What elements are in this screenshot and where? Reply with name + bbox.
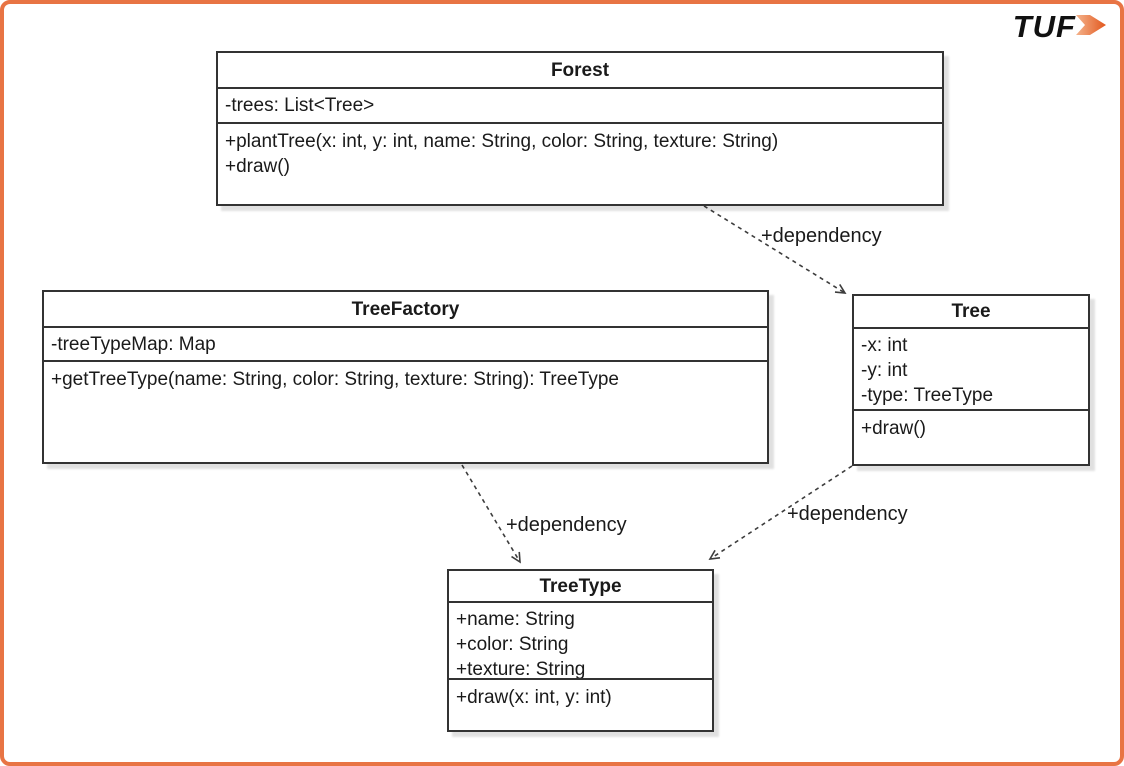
forward-arrow-icon xyxy=(1076,15,1106,35)
uml-class-forest: Forest -trees: List<Tree> +plantTree(x: … xyxy=(216,51,944,206)
attribute-line: +texture: String xyxy=(456,659,586,680)
class-methods: +draw(x: int, y: int) xyxy=(449,680,712,730)
class-methods: +draw() xyxy=(854,411,1088,464)
method-line: +plantTree(x: int, y: int, name: String,… xyxy=(225,131,779,152)
attribute-line: -type: TreeType xyxy=(861,385,994,406)
attribute-line: -treeTypeMap: Map xyxy=(51,334,216,355)
class-methods: +getTreeType(name: String, color: String… xyxy=(44,362,767,462)
method-line: +getTreeType(name: String, color: String… xyxy=(51,369,619,390)
uml-class-treefactory: TreeFactory -treeTypeMap: Map +getTreeTy… xyxy=(42,290,769,464)
attribute-line: -x: int xyxy=(861,335,908,356)
class-title: Tree xyxy=(854,296,1088,329)
tuf-logo: TUF xyxy=(1012,9,1108,44)
class-attributes: -treeTypeMap: Map xyxy=(44,328,767,362)
dependency-label-forest-tree: +dependency xyxy=(761,225,882,247)
class-attributes: -x: int -y: int -type: TreeType xyxy=(854,329,1088,411)
class-title: Forest xyxy=(218,53,942,89)
class-title: TreeFactory xyxy=(44,292,767,328)
attribute-line: -trees: List<Tree> xyxy=(225,95,375,116)
uml-class-treetype: TreeType +name: String +color: String +t… xyxy=(447,569,714,732)
attribute-line: +color: String xyxy=(456,634,569,655)
dependency-label-tree-treetype: +dependency xyxy=(787,503,908,525)
class-title: TreeType xyxy=(449,571,712,603)
dependency-edge-forest-tree xyxy=(703,205,847,294)
uml-class-tree: Tree -x: int -y: int -type: TreeType +dr… xyxy=(852,294,1090,466)
class-attributes: -trees: List<Tree> xyxy=(218,89,942,124)
method-line: +draw() xyxy=(225,156,290,177)
method-line: +draw(x: int, y: int) xyxy=(456,687,612,708)
attribute-line: -y: int xyxy=(861,360,908,381)
method-line: +draw() xyxy=(861,418,926,439)
logo-text: TUF xyxy=(1012,9,1076,44)
dependency-label-treefactory-treetype: +dependency xyxy=(506,514,627,536)
class-attributes: +name: String +color: String +texture: S… xyxy=(449,603,712,680)
attribute-line: +name: String xyxy=(456,609,575,630)
class-methods: +plantTree(x: int, y: int, name: String,… xyxy=(218,124,942,204)
